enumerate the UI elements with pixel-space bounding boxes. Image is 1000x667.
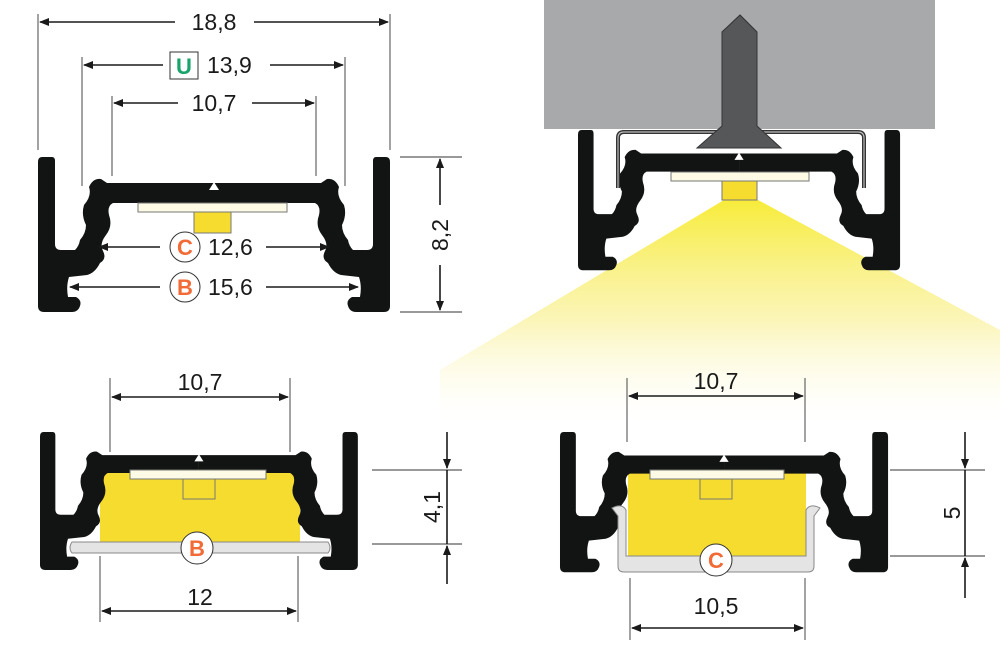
b-badge-label: B (189, 536, 205, 561)
c-badge-label: C (177, 235, 193, 260)
mounting-view (440, 0, 1000, 420)
dim-top-width: 10,7 (694, 368, 739, 394)
led-strip (649, 469, 785, 480)
dim-top-width: 10,7 (178, 369, 223, 395)
light-beam (440, 200, 1000, 420)
dim-height: 4,1 (419, 491, 445, 523)
dim-inner-width: 10,7 (192, 90, 237, 116)
led-chip (182, 478, 216, 500)
dim-outer-width: 18,8 (192, 9, 237, 35)
dim-c-width: 12,6 (208, 234, 253, 260)
c-badge (699, 543, 733, 577)
led-strip (137, 202, 288, 213)
b-badge (169, 271, 201, 303)
dim-height: 8,2 (427, 219, 453, 251)
dim-bottom-width: 10,5 (694, 593, 739, 619)
u-badge (169, 51, 199, 80)
led-strip (670, 171, 810, 182)
dim-b-width: 15,6 (208, 274, 253, 300)
b-badge (180, 531, 214, 565)
led-chip (699, 478, 733, 500)
b-badge-label: B (177, 275, 193, 300)
c-badge (169, 231, 201, 263)
led-chip (721, 180, 758, 201)
top-profile: 18,8 U 13,9 10,7 C 12,6 B 15,6 8,2 (37, 9, 462, 313)
c-badge-label: C (708, 548, 724, 573)
screw-icon (695, 14, 783, 149)
u-badge-label: U (176, 54, 192, 79)
dim-height: 5 (939, 507, 965, 520)
dim-bottom-width: 12 (187, 584, 213, 610)
dim-u-width: 13,9 (207, 52, 252, 78)
profile-with-diffuser-b: B 10,7 4,1 12 (40, 369, 462, 622)
led-strip (129, 469, 267, 480)
profile-with-diffuser-c: C 10,7 5 10,5 (560, 368, 985, 640)
led-chip (193, 211, 232, 234)
